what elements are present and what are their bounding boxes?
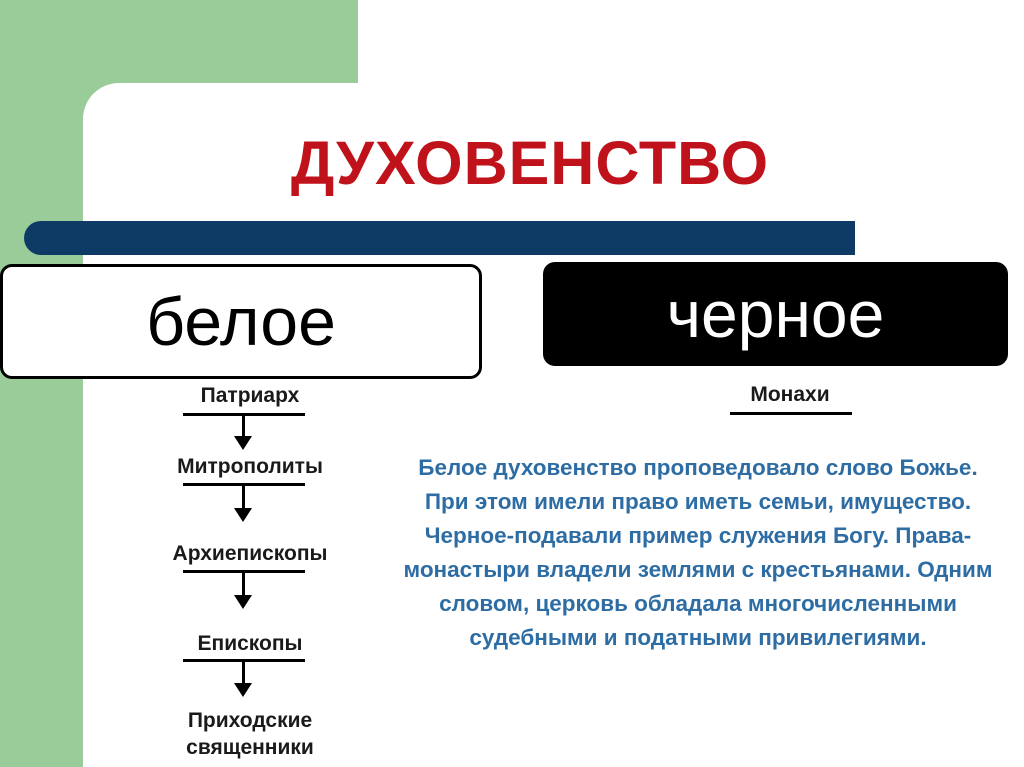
down-arrow-icon	[234, 436, 252, 450]
black-clergy-label: черное	[666, 277, 885, 351]
title-divider-bar	[24, 221, 855, 255]
monks-label: Монахи	[750, 383, 830, 406]
rank-metropolitans: Митрополиты	[177, 455, 323, 478]
down-arrow-icon	[234, 595, 252, 609]
page-title: ДУХОВЕНСТВО	[290, 129, 770, 197]
arrow-stem	[242, 416, 245, 438]
white-clergy-box: белое	[0, 264, 482, 379]
white-clergy-label: белое	[146, 283, 336, 360]
black-clergy-box: черное	[543, 262, 1008, 366]
arrow-stem	[242, 662, 245, 684]
rank-underline	[183, 413, 305, 416]
rank-underline	[183, 570, 305, 573]
description-text: Белое духовенство проповедовало слово Бо…	[403, 455, 993, 650]
rank-patriarch: Патриарх	[200, 384, 300, 407]
arrow-stem	[242, 573, 245, 597]
rank-archbishops: Архиепископы	[172, 542, 328, 565]
rank-bishops: Епископы	[197, 632, 303, 655]
white-content-panel	[83, 83, 1024, 767]
down-arrow-icon	[234, 508, 252, 522]
rank-parish-priests: Приходские священники	[186, 709, 314, 759]
arrow-stem	[242, 486, 245, 510]
rank-underline	[183, 659, 305, 662]
down-arrow-icon	[234, 683, 252, 697]
rank-underline	[183, 483, 305, 486]
monks-underline	[730, 412, 852, 415]
